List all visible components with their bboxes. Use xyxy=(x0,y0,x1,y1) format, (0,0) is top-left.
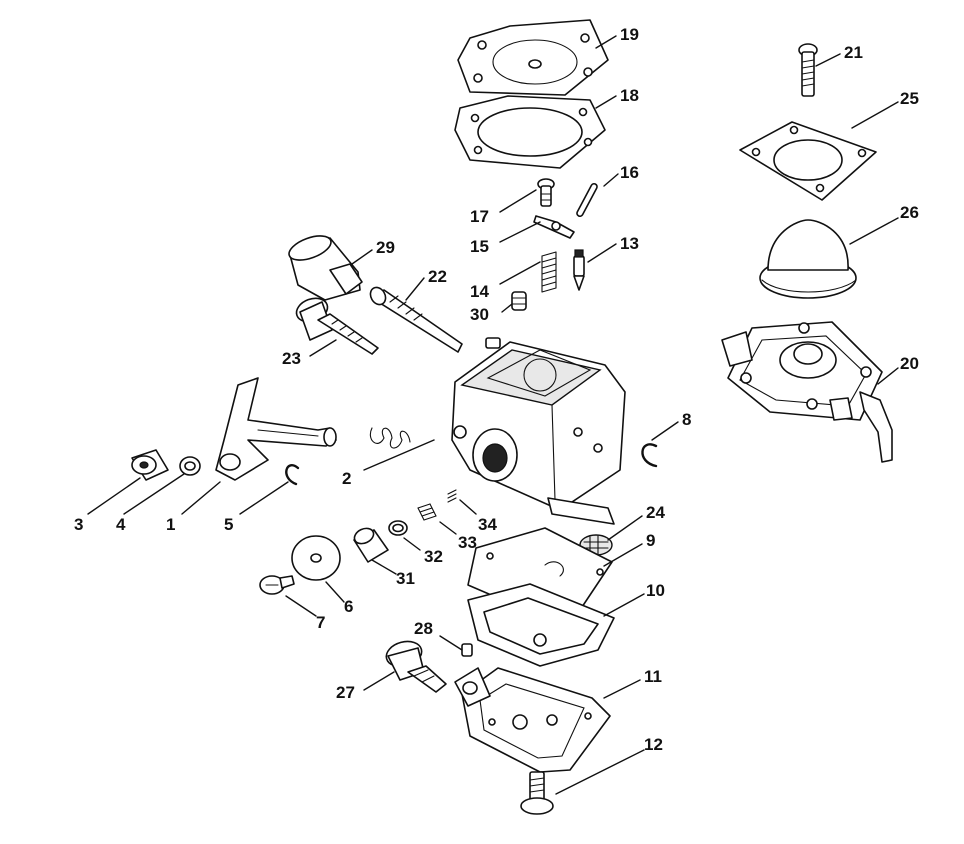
callout-21: 21 xyxy=(844,43,863,62)
part-1-lever xyxy=(215,377,337,481)
callout-32: 32 xyxy=(424,547,443,566)
part-8-clip xyxy=(641,443,658,468)
callout-4: 4 xyxy=(116,515,126,534)
callout-11: 11 xyxy=(644,667,662,686)
callout-28: 28 xyxy=(414,619,433,638)
part-31-sleeve xyxy=(353,527,389,563)
part-7-screw xyxy=(259,575,295,595)
callout-31: 31 xyxy=(396,569,415,588)
part-5-clip xyxy=(285,464,300,486)
callout-3: 3 xyxy=(74,515,83,534)
callout-26: 26 xyxy=(900,203,919,222)
part-34-spring xyxy=(447,489,457,503)
callout-24: 24 xyxy=(646,503,665,522)
leader-lines xyxy=(87,35,899,795)
part-28-plug xyxy=(461,643,473,657)
callout-12: 12 xyxy=(644,735,663,754)
callout-13: 13 xyxy=(620,234,639,253)
callout-23: 23 xyxy=(282,349,301,368)
part-20-pump-housing xyxy=(721,321,893,463)
part-6-valve-disc xyxy=(291,535,341,581)
callout-8: 8 xyxy=(682,410,691,429)
callout-19: 19 xyxy=(620,25,639,44)
callout-17: 17 xyxy=(470,207,489,226)
callout-1: 1 xyxy=(166,515,175,534)
callout-20: 20 xyxy=(900,354,919,373)
callout-30: 30 xyxy=(470,305,489,324)
callout-15: 15 xyxy=(470,237,489,256)
callout-2: 2 xyxy=(342,469,351,488)
part-2-spring xyxy=(369,427,411,449)
part-32-o-ring xyxy=(388,520,408,536)
callout-9: 9 xyxy=(646,531,655,550)
callout-7: 7 xyxy=(316,613,325,632)
callout-5: 5 xyxy=(224,515,233,534)
callout-18: 18 xyxy=(620,86,639,105)
part-29-cap xyxy=(288,235,363,301)
part-25-gasket xyxy=(739,121,877,201)
part-12-screw xyxy=(520,771,554,815)
callouts: 19 18 16 17 15 13 14 30 29 22 23 2 3 4 1… xyxy=(74,25,919,754)
part-26-primer-bulb xyxy=(759,219,857,299)
callout-29: 29 xyxy=(376,238,395,257)
part-27-screw xyxy=(385,640,447,693)
part-30-sleeve xyxy=(511,291,527,311)
part-18-gasket xyxy=(454,95,606,169)
callout-25: 25 xyxy=(900,89,919,108)
part-22-throttle-shaft xyxy=(369,286,463,353)
part-11-end-cover xyxy=(454,667,611,773)
part-14-spring xyxy=(541,251,557,293)
callout-6: 6 xyxy=(344,597,353,616)
part-3-nut xyxy=(131,449,169,481)
part-16-pin xyxy=(576,182,598,218)
part-13-inlet-needle xyxy=(573,249,585,291)
part-21-screw xyxy=(798,43,818,97)
callout-22: 22 xyxy=(428,267,447,286)
part-15-lever xyxy=(533,215,575,239)
carburetor-body xyxy=(451,337,626,525)
callout-27: 27 xyxy=(336,683,355,702)
callout-14: 14 xyxy=(470,282,489,301)
part-17-screw xyxy=(537,178,555,207)
part-4-washer xyxy=(179,456,201,476)
part-19-diaphragm xyxy=(457,19,609,96)
callout-10: 10 xyxy=(646,581,665,600)
part-33-spring xyxy=(417,503,437,521)
callout-33: 33 xyxy=(458,533,477,552)
callout-34: 34 xyxy=(478,515,497,534)
part-23-adjusting-screw xyxy=(295,297,379,355)
part-10-gasket xyxy=(467,583,615,667)
callout-16: 16 xyxy=(620,163,639,182)
